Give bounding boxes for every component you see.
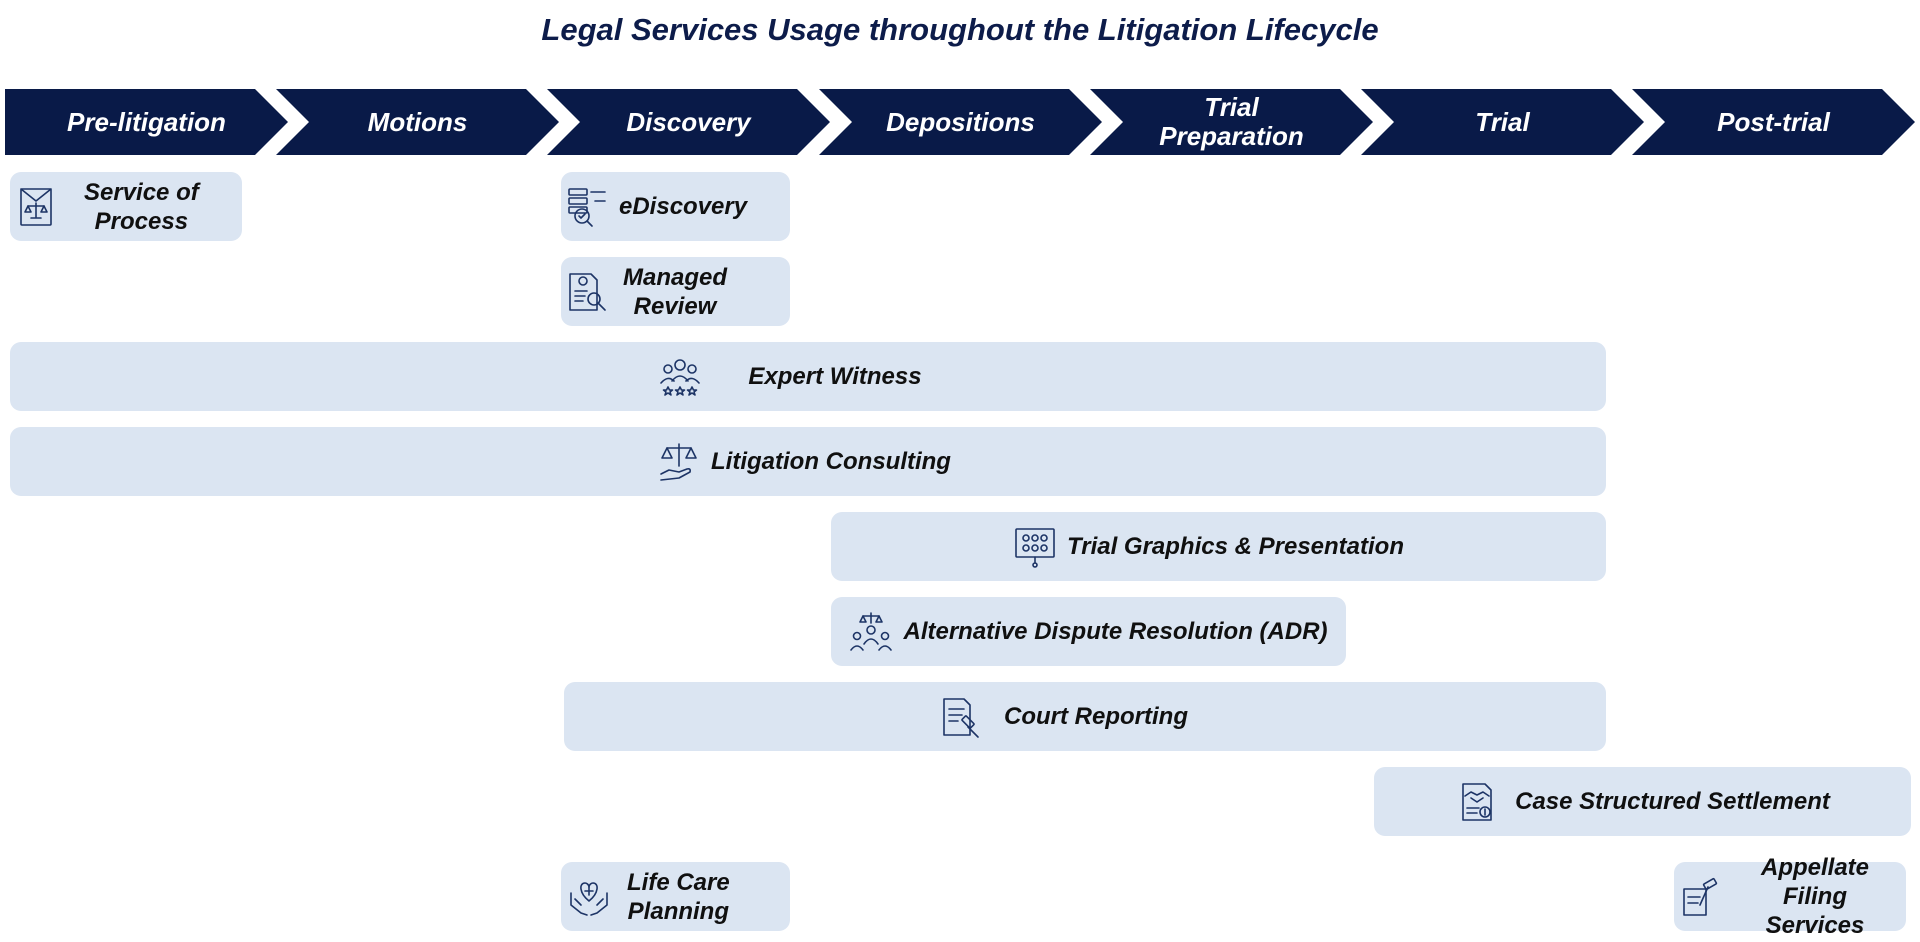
service-label: Managed Review [623, 263, 728, 320]
phase-label: Motions [367, 106, 468, 137]
database-search-icon [568, 187, 606, 227]
service-case-structured-settlement: Case Structured Settlement [1374, 767, 1911, 836]
phase-discovery: Discovery [547, 89, 830, 155]
service-life-care-planning: Life Care Planning [561, 862, 790, 931]
service-adr: Alternative Dispute Resolution (ADR) [831, 597, 1346, 666]
document-gavel-icon [943, 697, 979, 738]
document-magnifier-icon [569, 272, 606, 311]
service-label: Trial Graphics & Presentation [1067, 533, 1404, 560]
service-label: Case Structured Settlement [1515, 788, 1830, 815]
hand-scales-icon [660, 442, 697, 481]
phase-label: Discovery [626, 106, 751, 137]
envelope-scales-icon [20, 187, 52, 226]
mediation-people-icon [850, 611, 893, 651]
service-label: Appellate Filing Services [1760, 854, 1870, 939]
service-litigation-consulting: Litigation Consulting [10, 427, 1606, 496]
gavel-paper-icon [1683, 877, 1718, 916]
service-label: eDiscovery [619, 193, 748, 220]
phase-depositions: Depositions [819, 89, 1102, 155]
service-label: Expert Witness [748, 363, 922, 390]
phase-trial: Trial [1361, 89, 1644, 155]
service-trial-graphics: Trial Graphics & Presentation [831, 512, 1606, 581]
service-expert-witness: Expert Witness [10, 342, 1606, 411]
phase-label: Post-trial [1717, 106, 1830, 137]
service-label: Service of Process [84, 178, 199, 235]
service-label: Court Reporting [1004, 703, 1188, 730]
phase-label: Pre-litigation [67, 106, 226, 137]
presentation-board-icon [1015, 527, 1055, 568]
service-label: Litigation Consulting [711, 448, 951, 475]
phase-motions: Motions [276, 89, 559, 155]
phase-label: Trial [1475, 106, 1530, 137]
service-court-reporting: Court Reporting [564, 682, 1606, 751]
phase-post-trial: Post-trial [1632, 89, 1915, 155]
service-label: Alternative Dispute Resolution (ADR) [903, 618, 1328, 645]
diagram-title: Legal Services Usage throughout the Liti… [541, 12, 1379, 47]
service-appellate-filing: Appellate Filing Services [1674, 854, 1906, 939]
service-ediscovery: eDiscovery [561, 172, 790, 241]
service-managed-review: Managed Review [561, 257, 790, 326]
phase-label: Trial Preparation [1159, 92, 1304, 151]
heart-hands-icon [570, 881, 608, 916]
service-label: Life Care Planning [627, 868, 730, 925]
phase-label: Depositions [886, 106, 1035, 137]
expert-group-icon [660, 358, 701, 396]
phase-trial-preparation: Trial Preparation [1090, 89, 1373, 155]
service-service-of-process: Service of Process [10, 172, 242, 241]
handshake-document-icon [1462, 782, 1492, 821]
phase-pre-litigation: Pre-litigation [5, 89, 288, 155]
